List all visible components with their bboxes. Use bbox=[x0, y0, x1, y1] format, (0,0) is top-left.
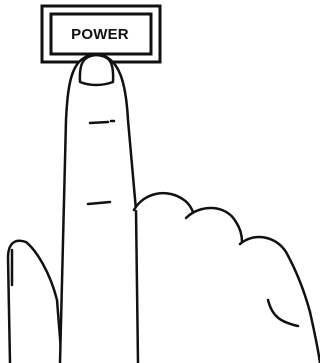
hand-back-outline bbox=[310, 312, 320, 363]
hand-thumb bbox=[8, 241, 62, 363]
hand-little-finger bbox=[240, 237, 310, 312]
hand-middle-finger bbox=[134, 193, 194, 214]
hand-index-finger bbox=[60, 54, 138, 363]
pointing-hand-icon bbox=[8, 54, 320, 363]
power-button-label: POWER bbox=[71, 26, 129, 43]
hand-palm-crease bbox=[268, 300, 298, 326]
hand-ring-finger bbox=[186, 208, 242, 242]
